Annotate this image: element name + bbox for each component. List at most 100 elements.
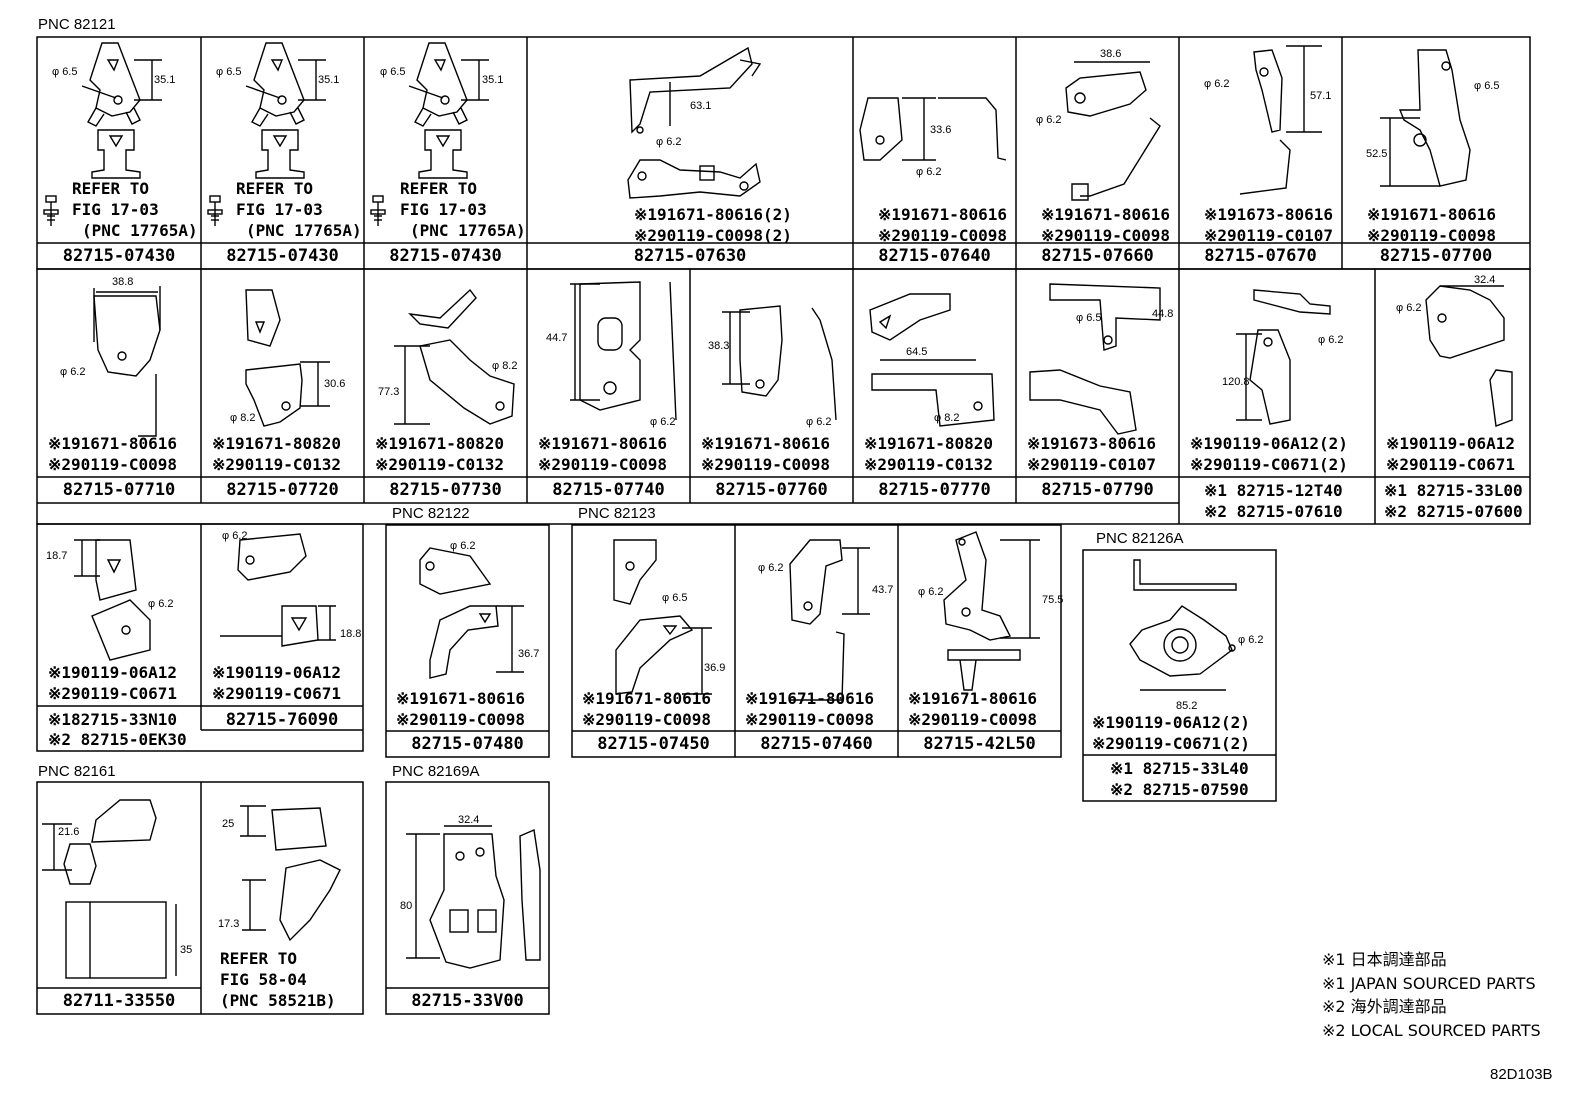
part-number-42l50[interactable]: 82715-42L50 [923,734,1036,754]
dim-label: 80 [400,900,413,912]
dim-label: 35.1 [482,74,504,86]
fastener-07760: ※191671-80616※290119-C0098 [701,434,830,474]
dim-label: 18.7 [46,550,68,562]
part-number-07720[interactable]: 82715-07720 [226,480,339,500]
part-number-07770[interactable]: 82715-07770 [878,480,991,500]
legend-line-1: ※1 日本調達部品 [1322,950,1447,969]
dim-label: φ 8.2 [492,360,518,372]
dim-label: 75.5 [1042,594,1064,606]
fastener-33l00: ※190119-06A12※290119-C0671 [1386,434,1515,474]
sourced-parts-33l00[interactable]: ※1 82715-33L00※2 82715-07600 [1384,481,1523,521]
dim-label: φ 6.5 [1474,80,1500,92]
dim-label: 25 [222,818,235,830]
dim-label: 17.3 [218,918,240,930]
sourced-parts-12t40[interactable]: ※1 82715-12T40※2 82715-07610 [1204,481,1343,521]
dim-label: φ 8.2 [230,412,256,424]
part-number-07760[interactable]: 82715-07760 [715,480,828,500]
pnc-label-82169a: PNC 82169A [392,763,480,780]
dim-label: φ 6.2 [60,366,86,378]
sourced-parts-33n10[interactable]: ※182715-33N10※2 82715-0EK30 [48,710,187,749]
dim-label: 43.7 [872,584,894,596]
dim-label: 35.1 [154,74,176,86]
fastener-07480: ※191671-80616※290119-C0098 [396,689,525,729]
part-number-07710[interactable]: 82715-07710 [62,480,176,500]
dim-label: φ 6.2 [1318,334,1344,346]
dim-label: 33.6 [930,124,952,136]
dim-label: φ 6.2 [1204,78,1230,90]
fastener-07740: ※191671-80616※290119-C0098 [538,434,667,474]
dim-label: φ 8.2 [934,412,960,424]
dim-label: 35 [180,944,193,956]
fastener-33l40: ※190119-06A12(2)※290119-C0671(2) [1092,713,1250,753]
dim-label: φ 6.2 [656,136,682,148]
dim-label: 57.1 [1310,90,1332,102]
part-number-07480[interactable]: 82715-07480 [411,734,524,754]
dim-label: 85.2 [1176,700,1198,712]
part-number-07670[interactable]: 82715-07670 [1204,246,1317,266]
part-number-07430-c[interactable]: 82715-07430 [389,246,502,266]
dim-label: 38.6 [1100,48,1122,60]
pnc-label-82122: PNC 82122 [392,505,470,522]
dim-label: 32.4 [458,814,480,826]
figure-code: 82D103B [1490,1066,1553,1083]
sourced-parts-33l40[interactable]: ※1 82715-33L40※2 82715-07590 [1110,759,1249,799]
fastener-07460: ※191671-80616※290119-C0098 [745,689,874,729]
dim-label: φ 6.2 [806,416,832,428]
fastener-07700: ※191671-80616※290119-C0098 [1367,205,1496,245]
part-number-07740[interactable]: 82715-07740 [552,480,665,500]
pnc-label-82123: PNC 82123 [578,505,656,522]
part-number-07450[interactable]: 82715-07450 [597,734,710,754]
dim-label: φ 6.2 [918,586,944,598]
fastener-07640: ※191671-80616※290119-C0098 [878,205,1007,245]
dim-label: 21.6 [58,826,80,838]
legend-line-4: ※2 LOCAL SOURCED PARTS [1322,1020,1541,1040]
fastener-07790: ※191673-80616※290119-C0107 [1027,434,1156,474]
legend-line-3: ※2 海外調達部品 [1322,997,1447,1016]
part-number-07660[interactable]: 82715-07660 [1041,246,1154,266]
dim-label: φ 6.2 [1396,302,1422,314]
fastener-07720: ※191671-80820※290119-C0132 [212,434,341,474]
dim-label: φ 6.2 [148,598,174,610]
dim-label: 38.3 [708,340,730,352]
part-number-76090[interactable]: 82715-76090 [225,710,339,730]
dim-label: φ 6.2 [222,530,248,542]
part-number-07730[interactable]: 82715-07730 [389,480,502,500]
fastener-07710: ※191671-80616※290119-C0098 [48,434,177,474]
part-number-07430-a[interactable]: 82715-07430 [62,246,176,266]
part-number-07630[interactable]: 82715-07630 [633,246,747,266]
dim-label: 77.3 [378,386,400,398]
part-number-07700[interactable]: 82715-07700 [1379,246,1493,266]
dim-label: 52.5 [1366,148,1388,160]
dim-label: φ 6.5 [1076,312,1102,324]
fastener-12t40: ※190119-06A12(2)※290119-C0671(2) [1190,434,1348,474]
fastener-07770: ※191671-80820※290119-C0132 [864,434,993,474]
dim-label: φ 6.5 [380,66,406,78]
dim-label: φ 6.5 [662,592,688,604]
dim-label: 120.8 [1222,376,1250,388]
fastener-07730: ※191671-80820※290119-C0132 [375,434,504,474]
fastener-07660: ※191671-80616※290119-C0098 [1041,205,1170,245]
pnc-label-82161: PNC 82161 [38,763,116,780]
dim-label: φ 6.2 [1036,114,1062,126]
dim-label: φ 6.2 [450,540,476,552]
part-number-33550[interactable]: 82711-33550 [62,991,176,1011]
pnc-label-82126a: PNC 82126A [1096,530,1184,547]
dim-label: 32.4 [1474,274,1496,286]
part-number-07790[interactable]: 82715-07790 [1041,480,1154,500]
part-number-33v00[interactable]: 82715-33V00 [411,991,524,1011]
dim-label: φ 6.5 [52,66,78,78]
dim-label: φ 6.2 [650,416,676,428]
fastener-76090: ※190119-06A12※290119-C0671 [212,663,341,703]
part-number-07460[interactable]: 82715-07460 [760,734,873,754]
legend-line-2: ※1 JAPAN SOURCED PARTS [1322,973,1536,993]
part-number-07430-b[interactable]: 82715-07430 [226,246,339,266]
fastener-07450: ※191671-80616※290119-C0098 [582,689,711,729]
legend: ※1 日本調達部品 ※1 JAPAN SOURCED PARTS ※2 海外調達… [1322,948,1541,1042]
part-number-07640[interactable]: 82715-07640 [878,246,991,266]
dim-label: 36.7 [518,648,540,660]
dim-label: φ 6.2 [916,166,942,178]
